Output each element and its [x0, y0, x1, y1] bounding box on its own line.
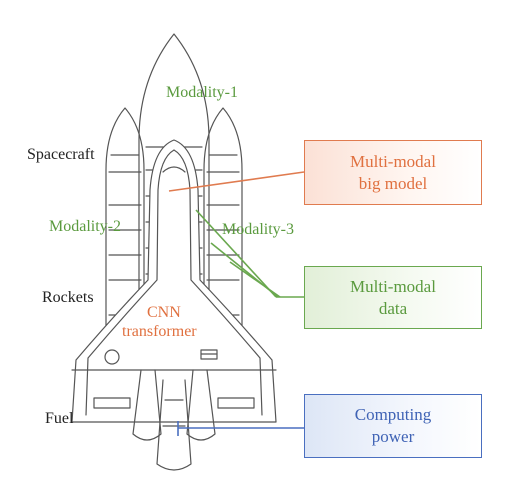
- modality-3-label: Modality-3: [222, 221, 294, 238]
- modality-2-label: Modality-2: [49, 218, 121, 235]
- left-booster: [105, 107, 145, 373]
- rocket-illustration: [71, 33, 277, 471]
- computing-line-2: power: [371, 427, 415, 446]
- data-connector-3: [229, 261, 281, 298]
- orbiter: [71, 139, 277, 423]
- big-model-box: Multi-modal big model: [304, 140, 482, 205]
- fuel-label: Fuel: [45, 410, 74, 427]
- main-tank: [138, 33, 210, 399]
- transformer-label: transformer: [122, 323, 197, 340]
- rockets-label: Rockets: [42, 289, 94, 306]
- orbiter-port: [104, 349, 120, 365]
- spacecraft-label: Spacecraft: [27, 146, 95, 163]
- center-nozzle: [156, 379, 192, 471]
- computing-power-box: Computing power: [304, 394, 482, 458]
- big-model-line-2: big model: [358, 173, 428, 193]
- data-line-2: data: [378, 298, 408, 318]
- computing-line-1: Computing: [354, 405, 432, 424]
- right-nozzle: [186, 369, 216, 441]
- modality-1-label: Modality-1: [166, 84, 238, 101]
- cnn-label: CNN: [147, 304, 181, 321]
- data-connector-1: [195, 209, 277, 298]
- big-model-line-1: Multi-modal: [350, 151, 436, 171]
- big-model-connector: [168, 171, 305, 192]
- right-booster: [203, 107, 243, 373]
- multimodal-data-box: Multi-modal data: [304, 266, 482, 329]
- left-nozzle: [132, 369, 162, 441]
- data-line-1: Multi-modal: [350, 276, 436, 296]
